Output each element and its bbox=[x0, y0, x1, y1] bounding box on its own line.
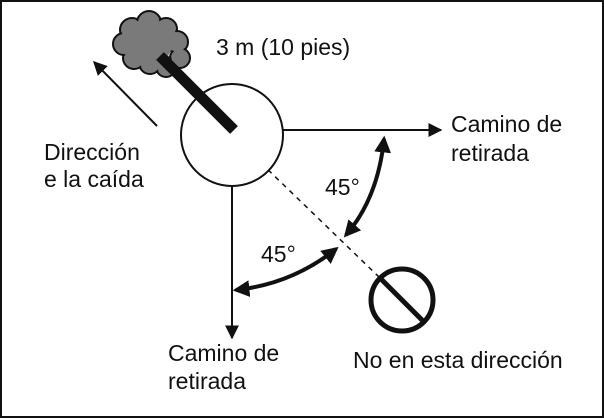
not-this-direction-label: No en esta dirección bbox=[353, 347, 563, 373]
retreat-right-label-line2: retirada bbox=[451, 140, 529, 166]
fall-direction-arrow bbox=[93, 61, 158, 127]
tree-icon bbox=[112, 10, 238, 134]
distance-label: 3 m (10 pies) bbox=[216, 34, 350, 60]
retreat-down-label-line1: Camino de bbox=[168, 340, 279, 366]
angle-arc-lower bbox=[232, 246, 339, 297]
angle-arc-upper bbox=[343, 135, 391, 238]
fall-direction-label-line1: Dirección bbox=[44, 139, 140, 165]
fall-direction-label-line2: e la caída bbox=[44, 166, 144, 192]
retreat-down-label-line2: retirada bbox=[168, 368, 246, 394]
retreat-right-label-line1: Camino de bbox=[451, 111, 562, 137]
angle-lower-label: 45° bbox=[261, 241, 296, 267]
prohibited-icon bbox=[368, 266, 436, 334]
angle-upper-label: 45° bbox=[325, 174, 360, 200]
